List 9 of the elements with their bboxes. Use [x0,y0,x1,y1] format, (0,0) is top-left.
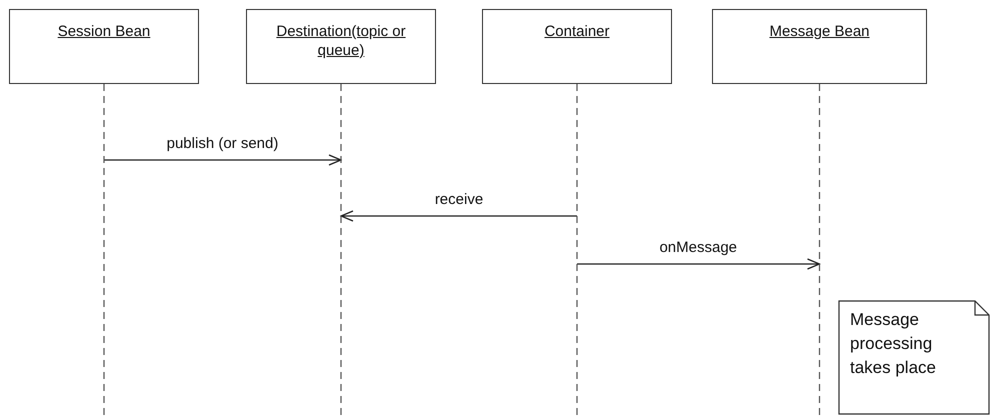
message-arrow [104,154,342,166]
note [838,300,990,415]
message-arrow [340,210,577,222]
object-name: Container [544,22,610,41]
note-text: Message processing takes place [850,309,937,379]
object-name: Destination(topic or queue) [275,22,407,60]
object-name: Message Bean [769,22,870,41]
object-name: Session Bean [58,22,150,41]
message-arrow [577,258,820,270]
